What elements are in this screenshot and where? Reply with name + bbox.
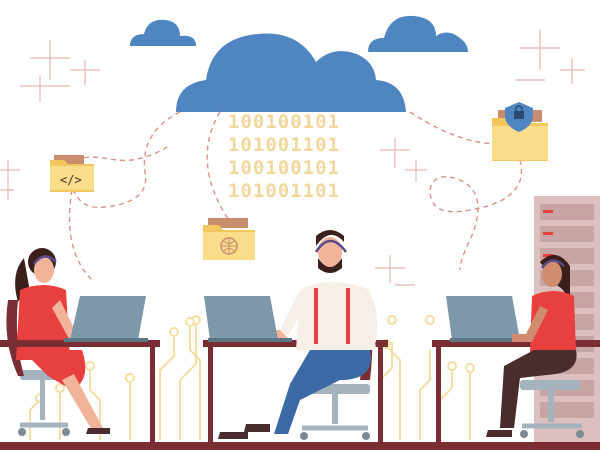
desk-left [0, 340, 160, 442]
binary-line: 101001101 [228, 180, 340, 202]
floor-line [0, 442, 600, 450]
laptop-right [446, 296, 534, 342]
folder-lock-icon [492, 102, 548, 161]
cloud-icon [176, 33, 406, 112]
small-cloud-right [368, 15, 468, 52]
code-symbol: </> [60, 173, 82, 187]
worker-right [486, 254, 584, 438]
laptop-left [64, 296, 148, 342]
binary-line: 100100101 [228, 157, 340, 179]
binary-line: 101001101 [228, 134, 340, 156]
folder-code-icon: </> [50, 155, 94, 192]
binary-line: 100100101 [228, 111, 340, 133]
small-cloud-left [130, 19, 196, 46]
folder-globe-icon [203, 218, 255, 260]
worker-center [218, 230, 378, 440]
binary-code-block: 100100101 101001101 100100101 101001101 [228, 111, 340, 202]
desk-right [432, 340, 600, 442]
dashed-connection-paths [68, 111, 522, 281]
laptop-center [204, 296, 292, 342]
desk-center [203, 340, 388, 442]
decorative-grid-marks [0, 30, 585, 286]
